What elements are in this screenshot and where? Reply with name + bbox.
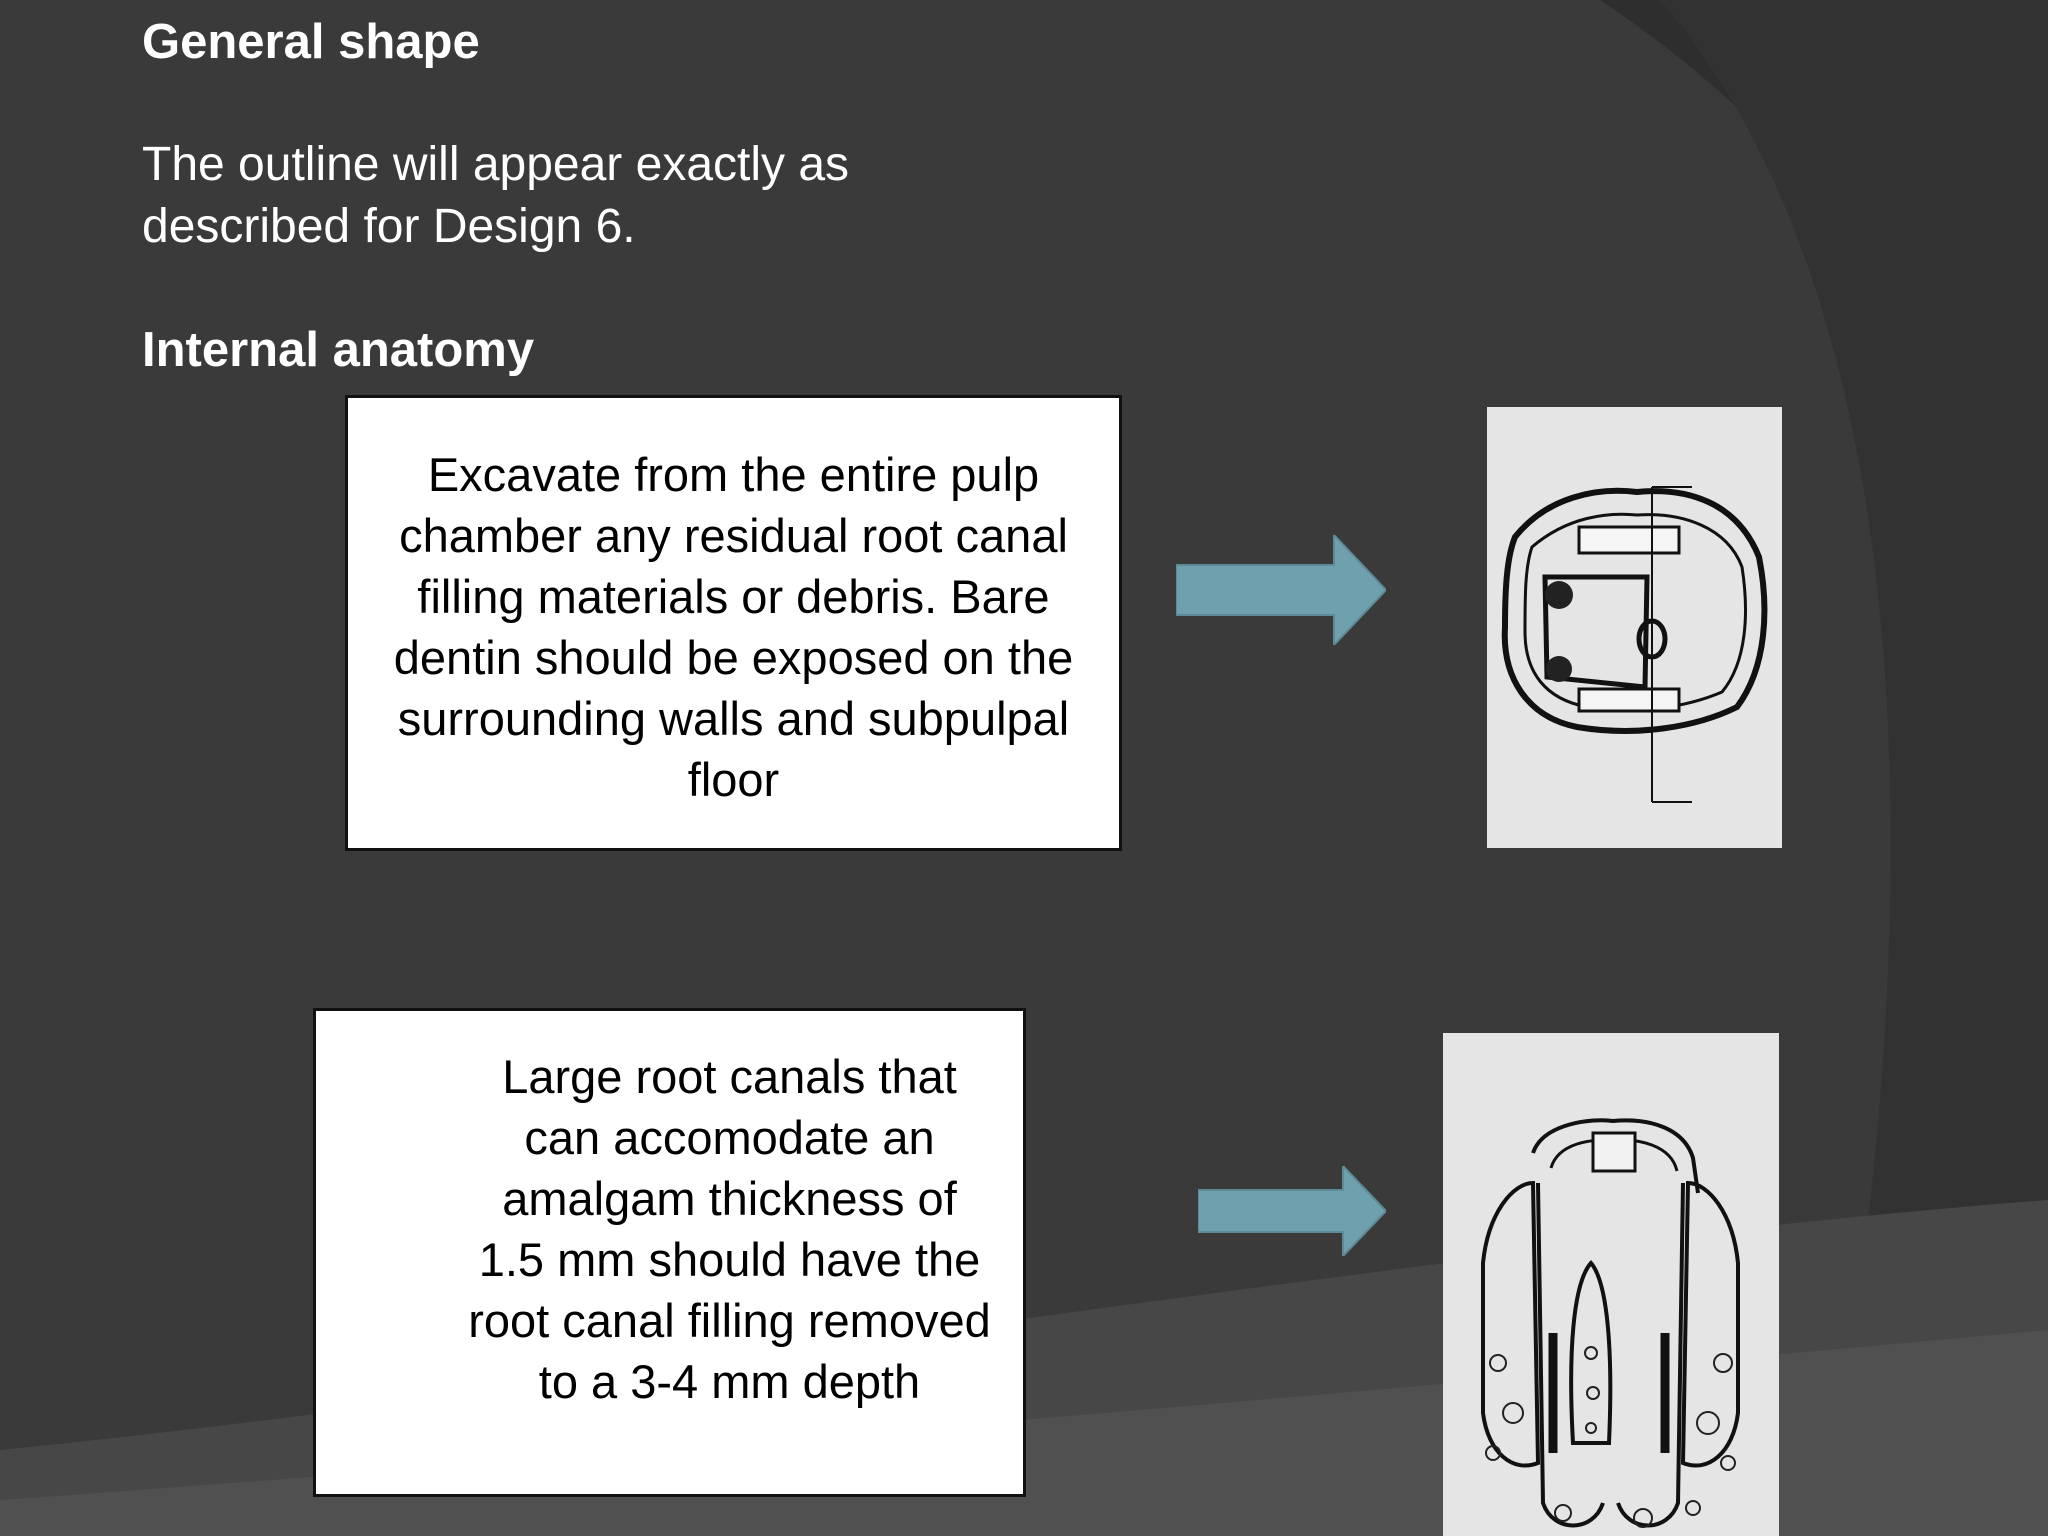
pulp-chamber-drawing [1487, 407, 1782, 848]
right-arrow-icon [1176, 535, 1386, 645]
heading-general-shape: General shape [142, 15, 480, 69]
right-arrow-icon [1198, 1166, 1386, 1256]
callout-excavate: Excavate from the entire pulp chamber an… [345, 395, 1122, 851]
tooth-cross-section-drawing [1443, 1033, 1779, 1536]
outline-description: The outline will appear exactly as descr… [142, 138, 850, 253]
heading-internal-anatomy: Internal anatomy [142, 323, 535, 377]
pulp-chamber-diagram [1487, 407, 1782, 848]
callout-root-canals: Large root canals that can accomodate an… [313, 1008, 1026, 1497]
tooth-cross-section-diagram [1443, 1033, 1779, 1536]
